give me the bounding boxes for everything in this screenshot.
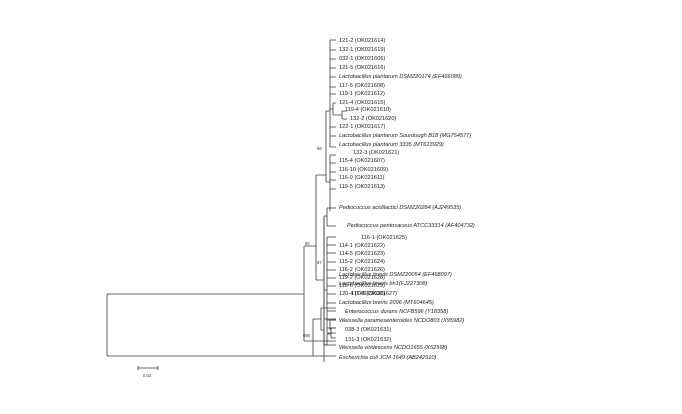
bootstrap-label: 085 [303,333,311,338]
leaf-label: Lactobacillus brevis DSMZ20054 (EF468097… [339,272,452,278]
leaf-label: 116-1 (OK021625) [361,235,407,241]
leaf-label: Weissella paramesenteroides NCDO803 (X95… [339,318,464,324]
scale-bar-label: 0.02 [143,373,152,378]
leaf-label: 114-1 (OK021622) [339,243,385,249]
leaf-label: 132-1 (OK021619) [339,47,385,53]
leaf-label: 119-4 (OK021610) [345,107,391,113]
leaf-label: 038-3 (OK021631) [345,327,391,333]
branch-weissella-clade [312,318,336,357]
branch-weissella-tips [326,327,336,346]
leaf-label: Lactobacillus plantarum 3335 (MT613929) [339,142,444,148]
branch-plantarum-stem [325,110,330,183]
leaf-label: 121-2 (OK021614) [339,38,385,44]
branch-plantarum-sub [330,102,347,120]
leaf-label: 116-9 (OK021611) [339,175,385,181]
leaf-label: 116-2 (OK021626) [339,267,385,273]
tree-branches [106,39,347,362]
bootstrap-label: 66 [317,146,322,151]
branch-plantarum-group [329,39,336,148]
leaf-label: 117-3 (OK021627) [351,291,397,297]
leaf-label: 119-1 (OK021612) [339,91,385,97]
leaf-label: 115-4 (OK021607) [339,158,385,164]
scale-bar: 0.02 [137,366,159,378]
branch-root [106,293,313,357]
bootstrap-values: 66 80 97 085 [303,146,322,338]
branch-plantarum-brevis [315,174,326,281]
leaf-label: Lactobacillus plantarum DSMZ20174 (EF466… [339,74,462,80]
bootstrap-label: 80 [305,241,310,246]
leaf-label: 116-10 (OK021609) [339,167,388,173]
leaf-label: Pediococcus pentosaceus ATCC33314 (AF404… [347,223,475,229]
leaf-label: 119-2 (OK021628) [339,275,385,281]
branch-weissella-inner [320,307,336,331]
leaf-label: 121-5 (OK021616) [339,65,385,71]
leaf-label: 120-4 (OK021630) [339,291,385,297]
leaf-label: Lactobacillus brevis 2096 (MT604645) [339,300,434,306]
leaf-label: Lactobacillus brevis bh1(FJ227308) [339,281,427,287]
leaf-label: 132-3 (OK021621) [353,150,399,156]
leaf-label: Escherichia coli JCM 1649 (AB242910) [339,355,436,361]
branch-brevis-sub [327,319,336,334]
leaf-label: 119-5 (OK021613) [339,184,385,190]
leaf-labels: 121-2 (OK021614) 132-1 (OK021619) 032-1 … [339,38,475,361]
leaf-label: 131-3 (OK021632) [345,337,391,343]
leaf-label: 121-4 (OK021615) [339,100,385,106]
leaf-label: Lactobacillus plantarum Sourdough B18 (M… [339,133,471,139]
leaf-label: Weissella viridescens NCDO1655 (X52568) [339,345,448,351]
leaf-label: 117-5 (OK021608) [339,83,385,89]
branch-plantarum-cluster2 [329,154,336,211]
leaf-label: 032-1 (OK021606) [339,56,385,62]
leaf-label: 122-1 (OK021617) [339,124,385,130]
leaf-label: Pediococcus acidilactici DSMZ20284 (AJ24… [339,205,461,211]
scale-bar-line [137,366,159,370]
leaf-label: 119-6 (OK021629) [339,283,385,289]
leaf-label: 115-2 (OK021624) [339,259,385,265]
branch-brevis-stem [323,218,327,362]
leaf-label: 132-2 (OK021620) [350,116,396,122]
bootstrap-label: 97 [317,260,322,265]
leaf-label: Enterococcus durans NCFB596 (Y18358) [345,309,448,315]
branch-lab-clade [303,245,336,342]
leaf-label: 114-5 (OK021623) [339,251,385,257]
